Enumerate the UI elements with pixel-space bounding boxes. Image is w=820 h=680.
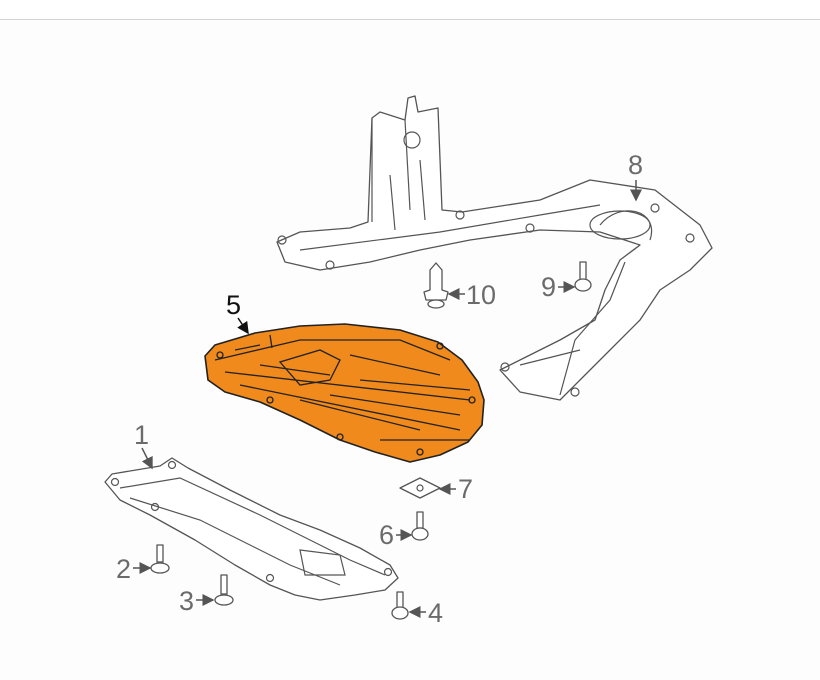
callout-label: 10: [466, 280, 496, 310]
header-divider: [0, 19, 820, 20]
callout-3[interactable]: 3: [179, 586, 215, 616]
callout-label: 7: [458, 474, 473, 504]
callout-5[interactable]: 5: [226, 290, 249, 335]
clip-part-10[interactable]: [423, 262, 449, 309]
callout-arrow: [141, 447, 153, 470]
callout-label: 8: [628, 150, 643, 180]
callout-6[interactable]: 6: [379, 520, 413, 550]
callout-arrow: [237, 317, 249, 335]
callout-label: 3: [179, 586, 194, 616]
callout-label: 4: [428, 598, 443, 628]
nut-part-7[interactable]: [399, 477, 441, 499]
callout-label: 2: [116, 554, 131, 584]
callout-8[interactable]: 8: [628, 150, 643, 202]
callout-label: 1: [134, 420, 149, 450]
callout-2[interactable]: 2: [116, 554, 152, 584]
bolt-part-9[interactable]: [574, 261, 592, 292]
bolt-part-4[interactable]: [391, 591, 409, 620]
screw-part-2[interactable]: [150, 544, 170, 574]
callout-7[interactable]: 7: [438, 474, 473, 504]
bolt-part-6[interactable]: [411, 511, 429, 541]
lower-cover-part-1[interactable]: [104, 457, 399, 601]
callout-label: 9: [541, 272, 556, 302]
callout-1[interactable]: 1: [134, 420, 153, 470]
callout-label: 5: [226, 290, 241, 320]
screw-part-3[interactable]: [214, 574, 234, 606]
callout-9[interactable]: 9: [541, 272, 576, 302]
callout-10[interactable]: 10: [447, 280, 496, 310]
callout-label: 6: [379, 520, 394, 550]
subframe-part-8[interactable]: [276, 95, 713, 401]
under-shield-part-5[interactable]: [204, 323, 485, 463]
callout-4[interactable]: 4: [408, 598, 443, 628]
